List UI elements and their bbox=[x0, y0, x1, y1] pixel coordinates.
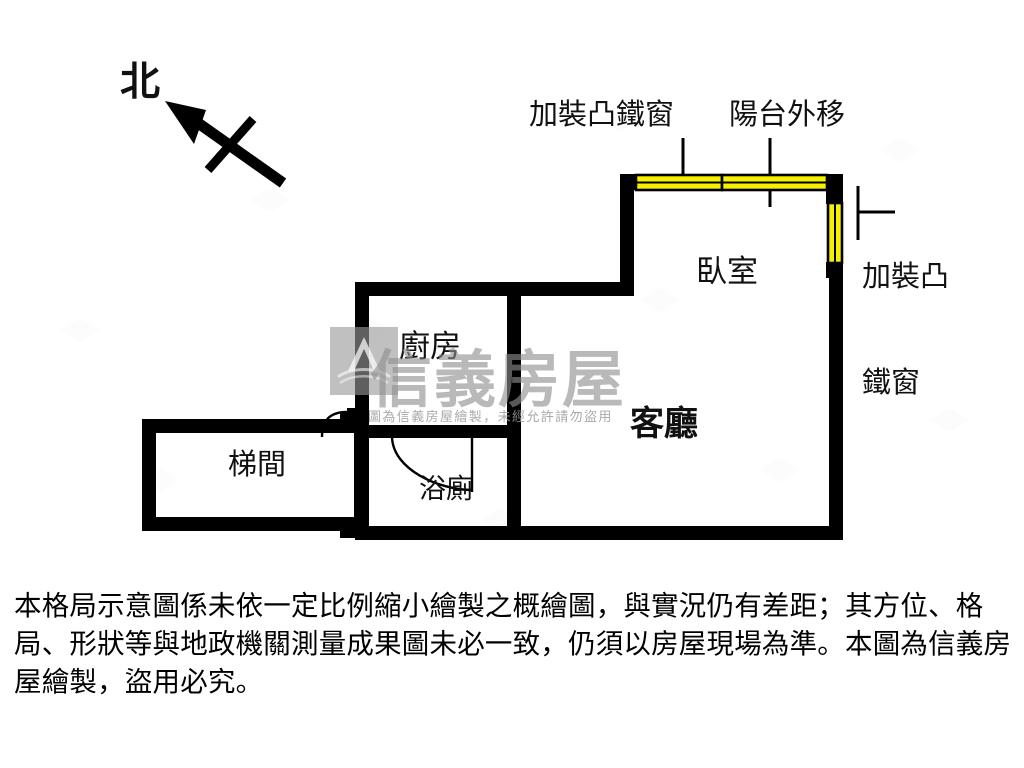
room-label-bedroom: 臥室 bbox=[696, 254, 758, 290]
callout-leader-lines bbox=[681, 138, 895, 240]
doors bbox=[320, 385, 521, 492]
room-label-stairwell: 梯間 bbox=[228, 447, 287, 481]
bathroom-door-icon bbox=[386, 427, 474, 492]
room-label-bathroom: 浴廁 bbox=[419, 474, 473, 505]
callout-top-left-label: 加裝凸鐵窗 bbox=[529, 97, 675, 131]
callout-right-label: 加裝凸 鐵窗 bbox=[862, 188, 949, 471]
north-label: 北 bbox=[120, 58, 160, 105]
callout-right-line2: 鐵窗 bbox=[862, 364, 921, 399]
room-label-living-room: 客廳 bbox=[630, 404, 698, 444]
interior-opening-icon bbox=[510, 385, 521, 427]
callout-right-line1: 加裝凸 bbox=[862, 258, 950, 293]
window-bedroom-top-right bbox=[720, 173, 829, 192]
disclaimer-text: 本格局示意圖係未依一定比例縮小繪製之概繪圖，與實況仍有差距；其方位、格局、形狀等… bbox=[14, 590, 1012, 698]
kitchen-door-icon bbox=[320, 408, 369, 438]
callout-top-right-label: 陽台外移 bbox=[729, 97, 846, 131]
walls bbox=[142, 174, 843, 540]
north-arrow-icon bbox=[165, 101, 287, 188]
room-label-kitchen: 廚房 bbox=[399, 329, 461, 365]
window-bedroom-right bbox=[826, 190, 844, 278]
window-bedroom-top-left bbox=[634, 173, 724, 192]
windows bbox=[620, 173, 844, 278]
